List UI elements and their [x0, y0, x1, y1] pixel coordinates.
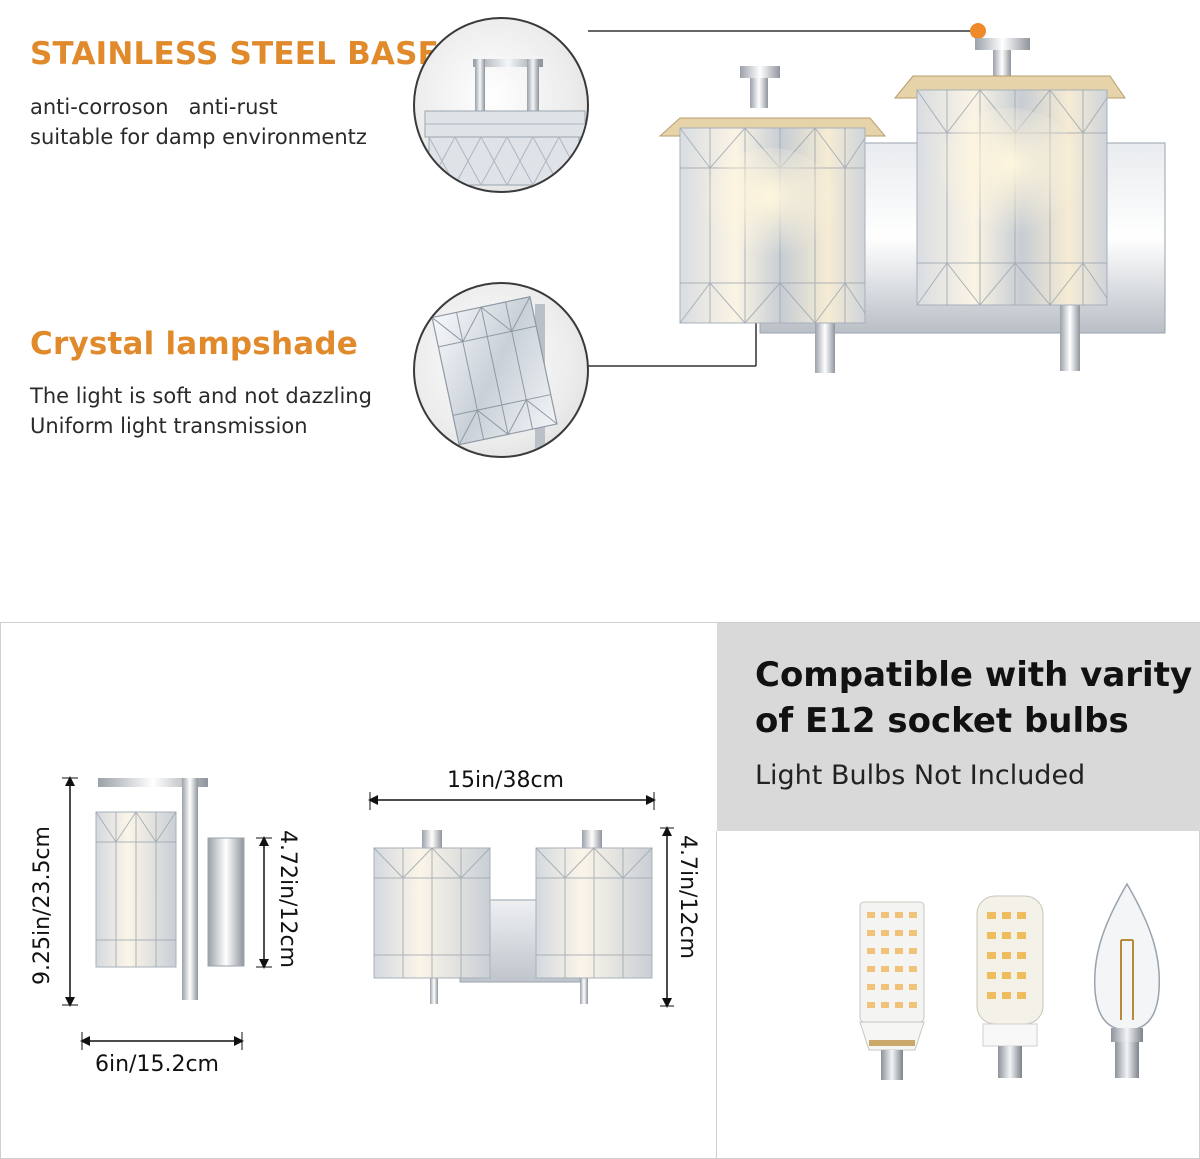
bulb-compat-title: Compatible with varity of E12 socket bul…	[755, 652, 1195, 744]
panel-divider	[716, 831, 717, 1159]
feature-title-crystal: Crystal lampshade	[30, 326, 358, 362]
bulb-compat-banner	[717, 623, 1200, 831]
feature-desc-base: anti-corroson anti-rust suitable for dam…	[30, 92, 367, 152]
candle-filament-bulb-icon	[1093, 882, 1161, 1078]
single-sconce-diagram	[62, 776, 272, 1050]
callout-dot-base	[970, 23, 986, 39]
bulb-title-line: Compatible with varity	[755, 655, 1193, 695]
double-width-label: 15in/38cm	[447, 768, 564, 793]
bulbs-not-included-note: Light Bulbs Not Included	[755, 760, 1086, 791]
single-plate-height-label: 4.72in/12cm	[275, 830, 300, 968]
feature-title-base: STAINLESS STEEL BASE	[30, 36, 440, 72]
stainless-base-closeup-icon	[413, 17, 589, 193]
mini-led-bulb-icon	[976, 895, 1044, 1078]
single-height-label: 9.25in/23.5cm	[30, 826, 55, 985]
vanity-light-product-image	[658, 38, 1166, 373]
bulb-title-line: of E12 socket bulbs	[755, 701, 1129, 741]
bulb-lineup	[859, 882, 1161, 1080]
feature-desc-line: Uniform light transmission	[30, 414, 308, 438]
single-width-label: 6in/15.2cm	[95, 1052, 219, 1077]
feature-desc-crystal: The light is soft and not dazzling Unifo…	[30, 381, 372, 441]
feature-desc-line: anti-corroson anti-rust	[30, 95, 278, 119]
crystal-shade-closeup-icon	[413, 282, 589, 458]
feature-desc-line: The light is soft and not dazzling	[30, 384, 372, 408]
feature-desc-line: suitable for damp environmentz	[30, 125, 367, 149]
double-vanity-diagram	[368, 792, 674, 1008]
corn-led-bulb-icon	[859, 901, 925, 1080]
double-height-label: 4.7in/12cm	[675, 835, 700, 959]
